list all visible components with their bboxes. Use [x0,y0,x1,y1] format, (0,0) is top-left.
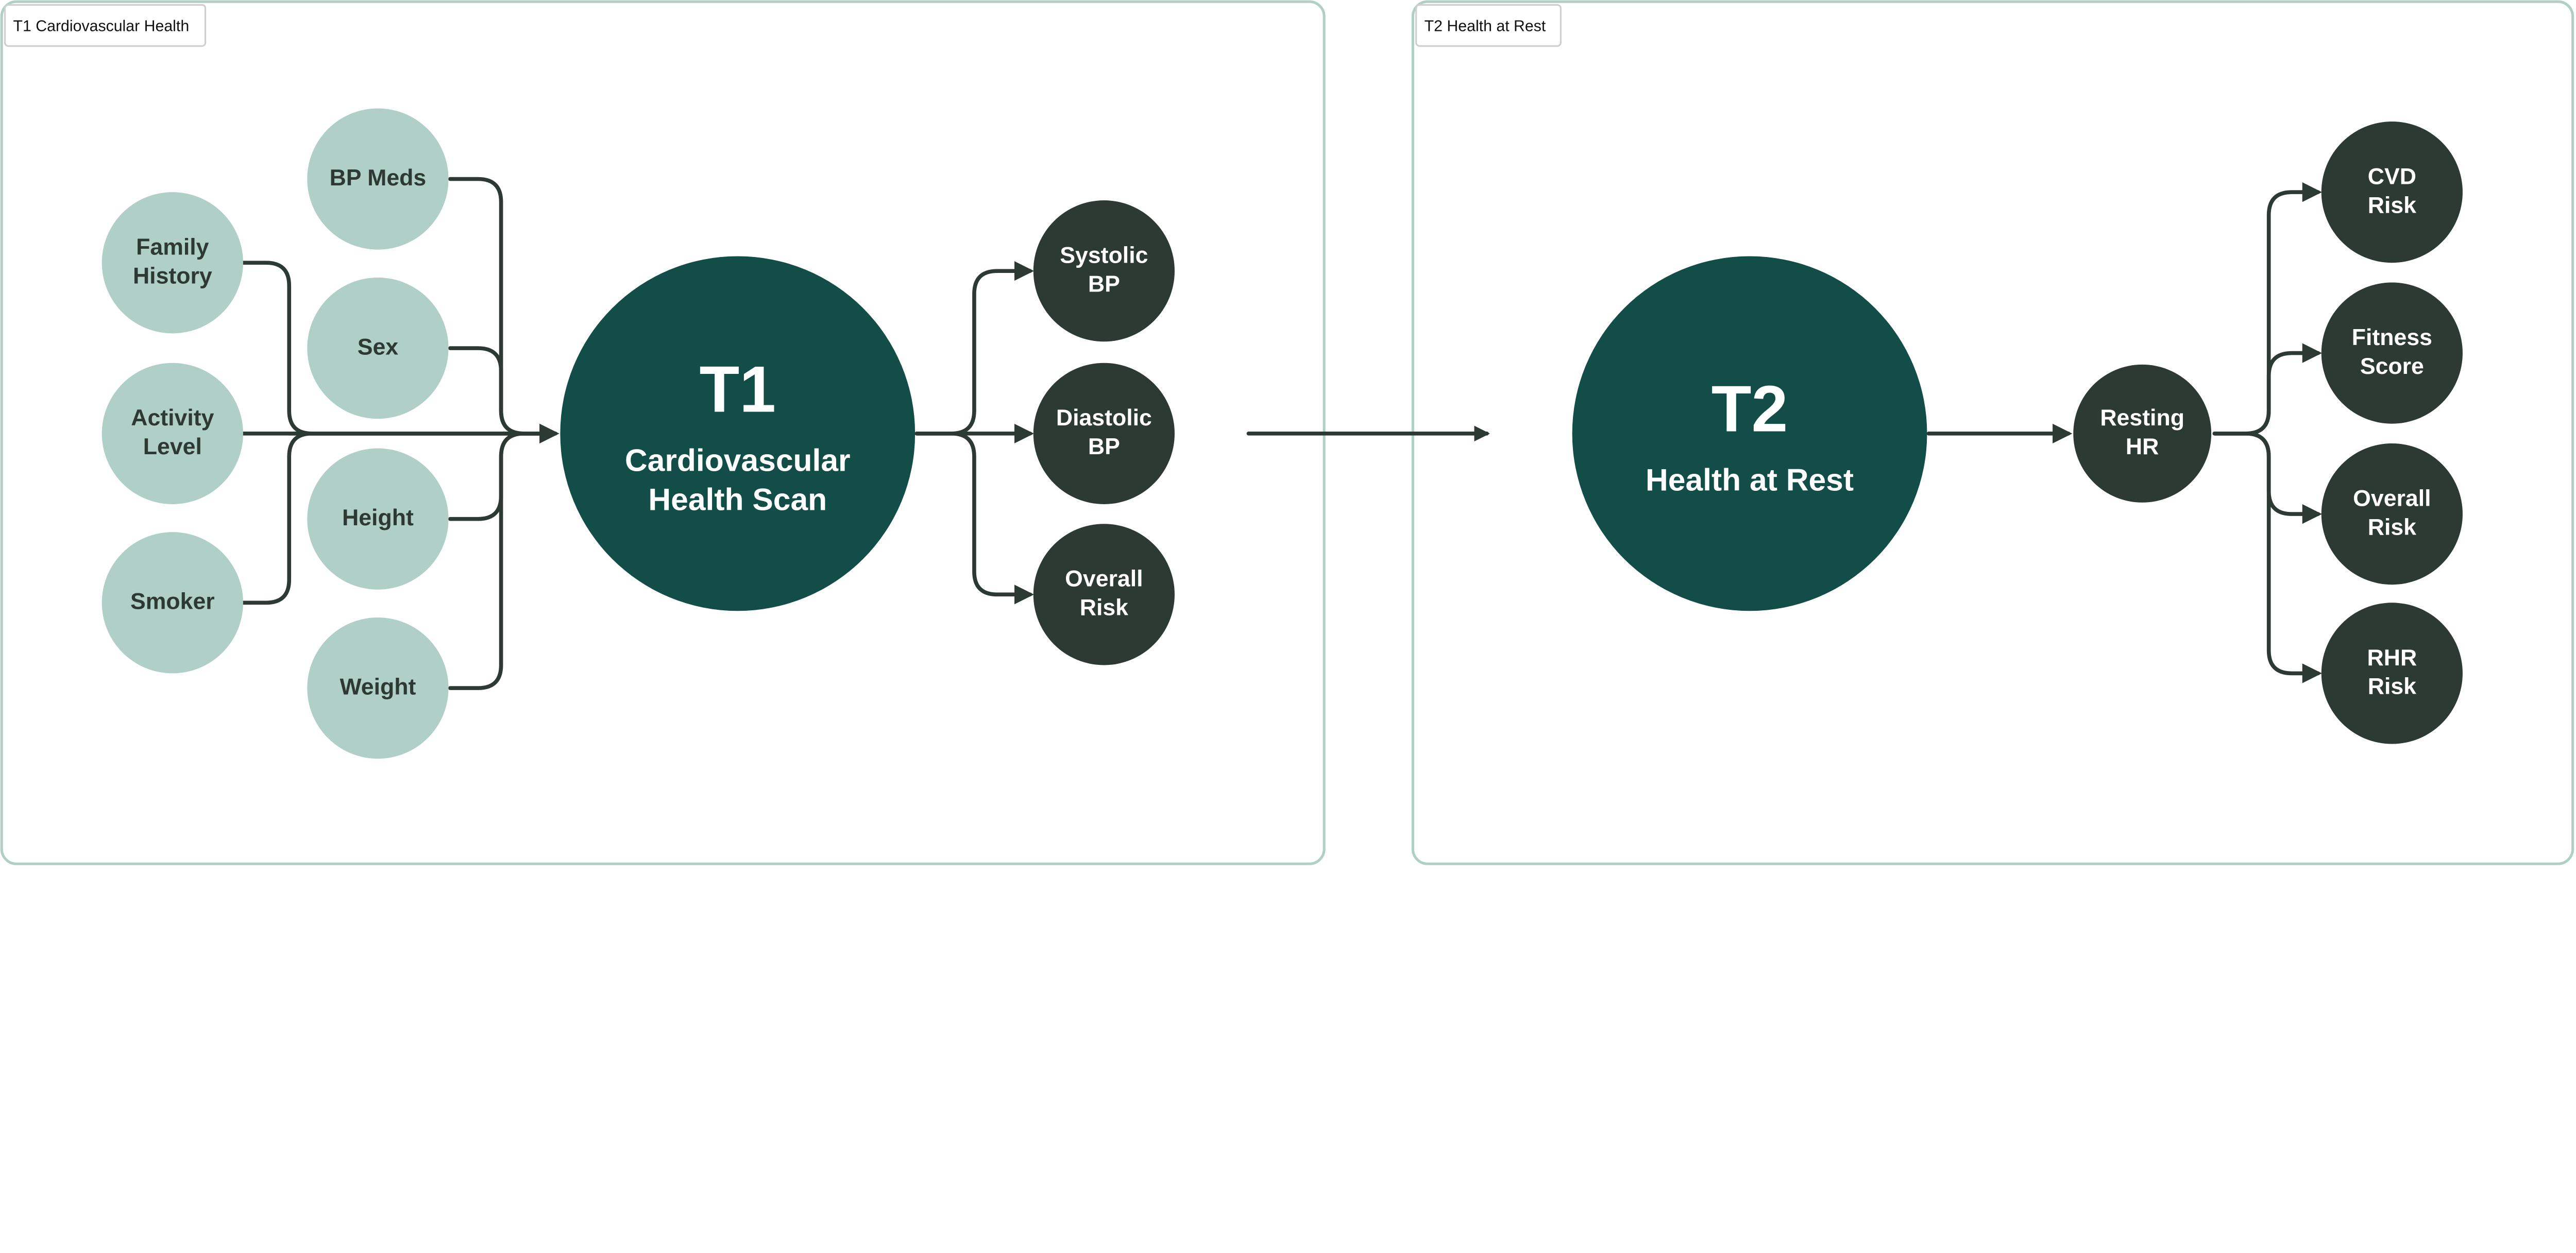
intermediate-node-resting-hr-label: Resting [2100,405,2184,431]
input-node-smoker-label: Smoker [130,589,215,614]
input-node-smoker-circle [101,532,243,674]
input-node-bp-meds-label: BP Meds [330,165,427,191]
input-node-sex-label: Sex [358,334,399,359]
input-node-height-label: Height [342,505,414,530]
panel-t2-tag [1415,4,1562,47]
input-node-weight-label: Weight [340,674,416,699]
input-node-bp-meds-circle [307,108,449,250]
output-node-rhr-risk-circle [2321,603,2463,744]
input-node-sex: Sex [307,277,449,419]
output-node-systolic-bp-circle [1033,200,1175,342]
output-node-overall-risk-label: Overall [2353,486,2431,511]
hub-node-t2-code: T2 [1711,372,1788,445]
panel-t1-label: T1 Cardiovascular Health [13,18,190,35]
output-node-rhr-risk-label: RHR [2367,645,2417,671]
output-node-fitness-score-circle [2321,282,2463,424]
output-node-cvd-risk-circle [2321,121,2463,263]
hub-node-t1-label: Health Scan [648,482,827,517]
panel-t1-tag [4,4,207,47]
output-node-diastolic-bp-circle [1033,363,1175,504]
intermediate-node-resting-hr-label: HR [2126,434,2159,459]
intermediate-node-resting-hr-circle [2073,364,2212,503]
output-node-cvd-risk: CVD Risk [2321,121,2463,263]
input-node-activity-level-label: Level [143,434,202,459]
output-node-cvd-risk-label: CVD [2368,164,2416,189]
input-node-height-circle [307,448,449,590]
input-node-smoker: Smoker [101,532,243,674]
input-node-activity-level-label: Activity [131,405,214,431]
hub-node-t2-circle [1572,256,1927,611]
output-node-overall-risk-label: Risk [2368,514,2416,540]
output-node-overall-risk-circle [2321,443,2463,585]
output-node-fitness-score-label: Fitness [2352,325,2432,350]
output-node-overall-risk-label: Overall [1065,567,1143,592]
input-node-bp-meds: BP Meds [307,108,449,250]
hub-node-t1-circle [560,256,916,611]
panel-t2-label: T2 Health at Rest [1425,18,1546,35]
input-node-height: Height [307,448,449,590]
edge-connector [2212,343,2323,436]
edge-connector [2212,432,2323,683]
output-node-diastolic-bp-label: Diastolic [1056,405,1152,431]
output-node-systolic-bp-label: Systolic [1060,243,1148,268]
output-node-overall-risk-label: Risk [1080,595,1128,621]
input-node-weight: Weight [307,617,449,759]
input-node-family-history-label: History [133,263,212,288]
edge-connector [914,432,1035,605]
output-node-cvd-risk-label: Risk [2368,193,2416,218]
edges [241,177,2323,690]
pipeline-diagram: T1 Cardiovascular Health T2 Health at Re… [0,0,2574,865]
output-node-diastolic-bp-label: BP [1088,434,1120,459]
input-node-family-history-circle [101,192,243,334]
hub-node-t1-code: T1 [700,352,776,425]
output-node-fitness-score-label: Score [2360,354,2424,379]
output-node-overall-risk-circle [1033,524,1175,665]
input-node-weight-circle [307,617,449,759]
input-node-activity-level-circle [101,363,243,504]
output-node-rhr-risk-label: Risk [2368,674,2416,699]
input-node-family-history-label: Family [136,235,209,260]
hub-node-t1-label: Cardiovascular [625,443,851,478]
output-node-systolic-bp-label: BP [1088,271,1120,297]
input-node-sex-circle [307,277,449,419]
output-node-rhr-risk: RHR Risk [2321,603,2463,744]
hub-node-t2-label: Health at Rest [1646,462,1854,497]
